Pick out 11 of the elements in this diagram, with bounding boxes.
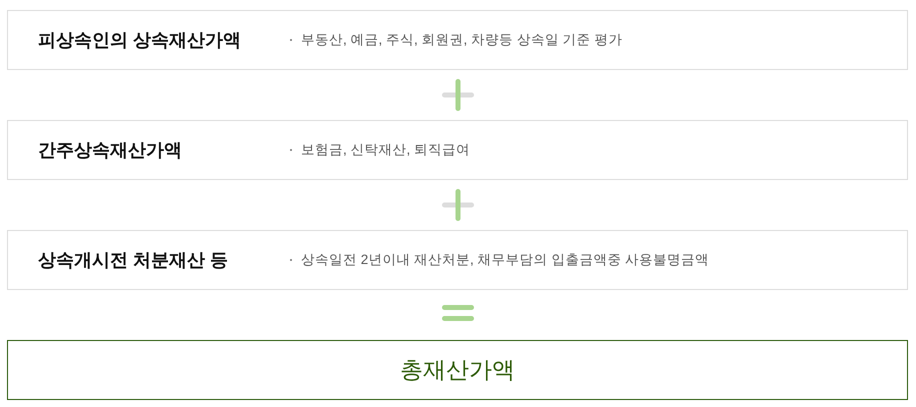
box-heading: 피상속인의 상속재산가액 [38, 29, 242, 52]
result-box [7, 340, 908, 400]
box-description: 보험금, 신탁재산, 퇴직급여 [301, 141, 470, 159]
result-label: 총재산가액 [400, 356, 515, 384]
term-box [7, 230, 908, 290]
box-heading: 간주상속재산가액 [38, 139, 182, 162]
box-description: 상속일전 2년이내 재산처분, 채무부담의 입출금액중 사용불명금액 [301, 251, 710, 269]
term-box [7, 120, 908, 180]
term-box [7, 10, 908, 70]
box-description: 부동산, 예금, 주식, 회원권, 차량등 상속일 기준 평가 [301, 31, 622, 49]
box-heading: 상속개시전 처분재산 등 [38, 249, 228, 272]
